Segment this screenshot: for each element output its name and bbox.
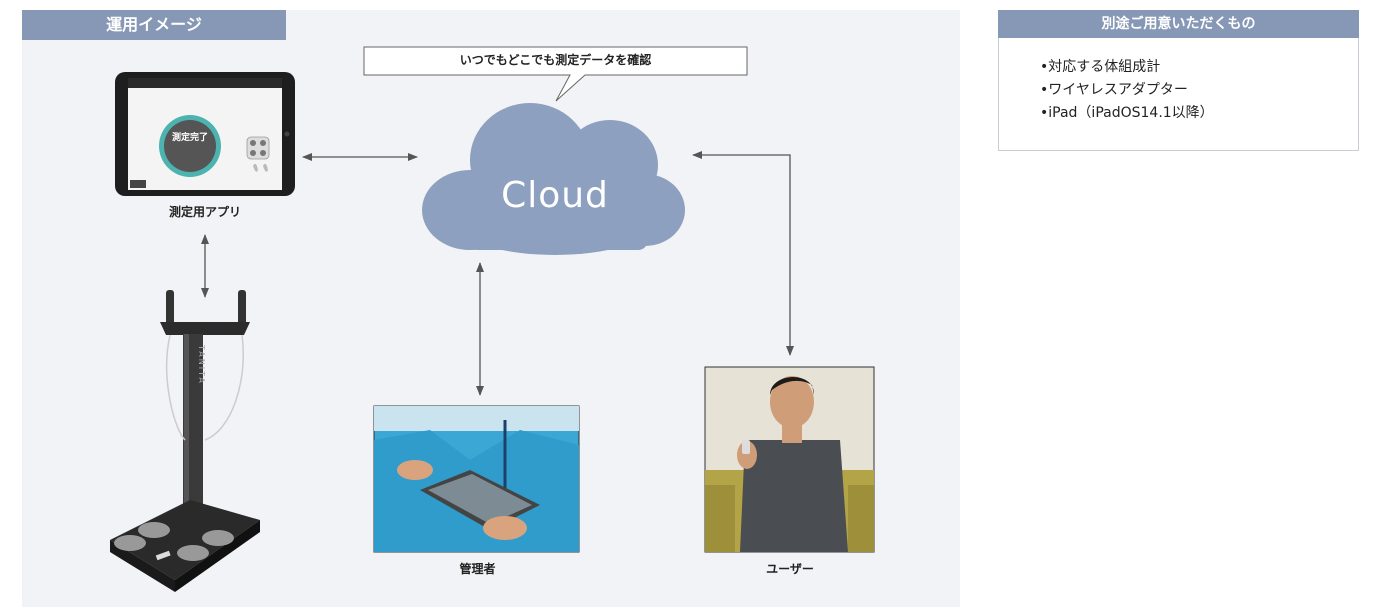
tablet-screen-text: 測定完了 [171,133,208,143]
cloud-label: Cloud [501,175,609,216]
admin-photo [373,405,580,553]
user-photo [704,366,875,553]
requirements-list: •対応する体組成計 •ワイヤレスアダプター •iPad（iPadOS14.1以降… [1040,56,1214,125]
admin-label: 管理者 [459,562,496,576]
cloud-shape [422,103,685,255]
tablet-label: 測定用アプリ [168,205,241,219]
body-composition-scale [110,290,260,592]
speech-bubble [363,46,748,102]
bubble-text: いつでもどこでも測定データを確認 [459,53,652,67]
requirements-item: •ワイヤレスアダプター [1040,82,1188,98]
arrow-cloud-user [692,151,794,356]
requirements-item: •iPad（iPadOS14.1以降） [1040,105,1214,121]
requirements-item: •対応する体組成計 [1040,59,1161,75]
requirements-title: 別途ご用意いただくもの [998,10,1359,38]
user-label: ユーザー [766,562,814,576]
panel-title: 運用イメージ [22,10,286,40]
scale-brand: TANITA [197,345,206,385]
tablet-device [115,72,295,196]
tablet-screen-title: 測定完了 [135,70,275,71]
